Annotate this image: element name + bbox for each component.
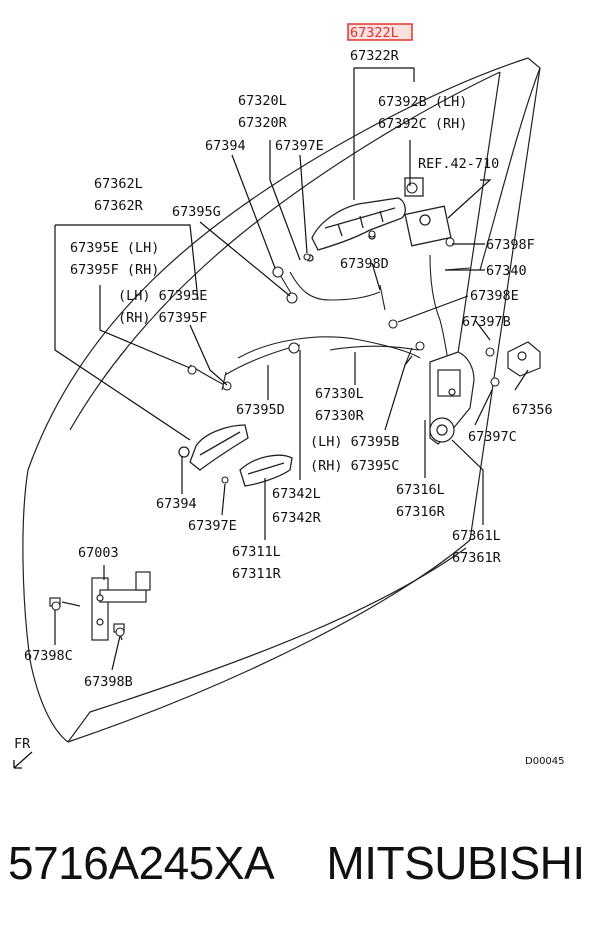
fasteners xyxy=(51,182,500,637)
door-check-drawing xyxy=(49,571,151,641)
leader-lines xyxy=(54,67,529,671)
part-label: 67362R xyxy=(94,198,144,214)
part-label: 67398D xyxy=(340,256,389,272)
part-label: 67316R xyxy=(396,504,446,520)
part-label: 67395D xyxy=(236,402,285,418)
part-label: 67362L xyxy=(94,176,143,192)
part-label: 67398F xyxy=(486,237,535,253)
cables-and-rods xyxy=(189,254,471,391)
ref-label: REF.42-710 xyxy=(418,156,499,172)
part-label: 67316L xyxy=(396,482,445,498)
part-label: (LH) 67395E xyxy=(118,288,207,304)
part-label: 67311R xyxy=(232,566,282,582)
part-label: 67394 xyxy=(156,496,197,512)
part-label: 67395G xyxy=(172,204,221,220)
caption: 5716A245XA MITSUBISHI xyxy=(8,836,600,906)
part-label: 67003 xyxy=(78,545,119,561)
part-label: 67322R xyxy=(350,48,400,64)
highlighted-part-label: 67322L xyxy=(350,25,399,41)
part-label: 67397B xyxy=(462,314,511,330)
diagram-code: D00045 xyxy=(525,756,565,767)
part-number: 5716A245XA xyxy=(8,837,275,889)
part-label: 67395F (RH) xyxy=(70,262,159,278)
part-label: 67330L xyxy=(315,386,364,402)
part-label: 67398C xyxy=(24,648,73,664)
part-label: (LH) 67395B xyxy=(310,434,399,450)
part-label: 67356 xyxy=(512,402,553,418)
part-label: 67342L xyxy=(272,486,321,502)
part-label: 67397E xyxy=(275,138,324,154)
door-panel-outline xyxy=(22,57,541,743)
door-lock-parts-diagram: 67322L 67322R 67320L 67320R 67392B (LH) … xyxy=(13,23,565,769)
door-latch-drawing xyxy=(429,351,475,445)
part-label: 67398B xyxy=(84,674,133,690)
part-label: 67340 xyxy=(486,263,527,279)
part-label: 67342R xyxy=(272,510,322,526)
outside-handle-drawing xyxy=(306,177,452,262)
striker-drawing xyxy=(507,341,541,377)
part-label: 67394 xyxy=(205,138,246,154)
part-label: 67397C xyxy=(468,429,517,445)
part-label: 67330R xyxy=(315,408,365,424)
part-label: 67320L xyxy=(238,93,287,109)
highlight-box xyxy=(347,23,413,41)
front-label: FR xyxy=(14,736,31,752)
brand-name: MITSUBISHI xyxy=(326,837,585,889)
part-label: 67392C (RH) xyxy=(378,116,467,132)
part-label: 67361L xyxy=(452,528,501,544)
inside-handle-drawing xyxy=(178,424,293,487)
part-label: 67397E xyxy=(188,518,237,534)
part-label: 67320R xyxy=(238,115,288,131)
part-label: 67361R xyxy=(452,550,502,566)
part-label: (RH) 67395F xyxy=(118,310,207,326)
part-label: 67311L xyxy=(232,544,281,560)
part-label: 67398E xyxy=(470,288,519,304)
part-label: 67395E (LH) xyxy=(70,240,159,256)
part-label: 67392B (LH) xyxy=(378,94,467,110)
part-label: (RH) 67395C xyxy=(310,458,399,474)
front-direction-arrow-icon xyxy=(13,751,33,769)
